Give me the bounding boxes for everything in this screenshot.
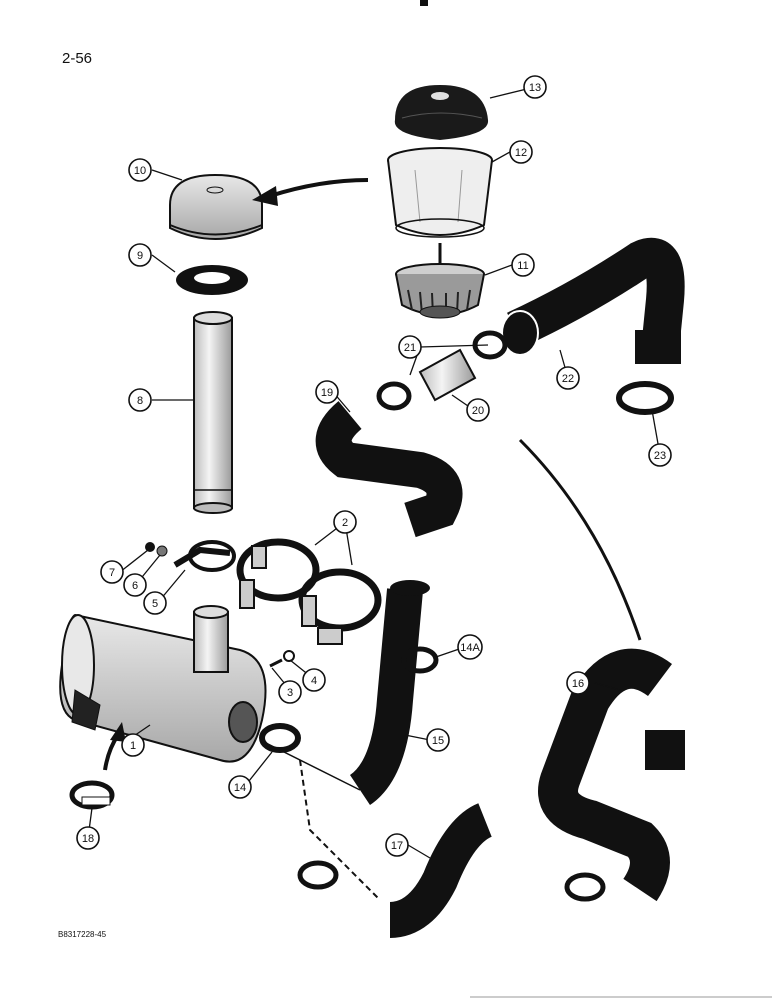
hose-17 [388,803,493,938]
callout-5: 5 [143,591,167,615]
callout-14: 14 [228,775,252,799]
figure-code: B8317228-45 [58,930,107,939]
clamp-14a [401,646,439,674]
callout-21: 21 [398,335,422,359]
callout-13-label: 13 [529,82,541,94]
callout-14a-label: 14A [460,642,480,654]
callout-13: 13 [523,75,547,99]
callout-18-label: 18 [82,833,94,845]
callout-23-label: 23 [654,450,666,462]
hose-upper [501,237,685,364]
callout-20-label: 20 [472,405,484,417]
callout-7-label: 7 [109,567,115,579]
leader-curve [518,438,642,641]
callout-22: 22 [556,366,580,390]
callout-19-label: 19 [321,387,333,399]
callout-9-label: 9 [137,250,143,262]
callout-8-label: 8 [137,395,143,407]
callout-16: 16 [566,671,590,695]
callout-17: 17 [385,833,409,857]
callout-20: 20 [466,398,490,422]
top-edge-mark [420,0,428,6]
callout-8: 8 [128,388,152,412]
callout-15: 15 [426,728,450,752]
gasket [176,265,248,295]
hose-16 [538,648,672,902]
callout-11: 11 [511,253,535,277]
direction-arrow [269,178,369,198]
bolt-washer [269,650,295,668]
callout-3-label: 3 [287,687,293,699]
lower-clamp [297,860,339,890]
callout-17-label: 17 [391,840,403,852]
callout-10-label: 10 [134,165,146,177]
hose-16-end [645,730,685,770]
callout-19: 19 [315,380,339,404]
precleaner-base [395,243,485,319]
callout-12: 12 [509,140,533,164]
muffler-clamps [236,538,382,645]
callout-7: 7 [100,560,124,584]
drain-arrowhead [110,722,126,742]
callout-22-label: 22 [562,373,574,385]
callout-14a: 14A [457,634,483,660]
adapter-assembly [376,330,508,411]
callout-12-label: 12 [515,147,527,159]
callout-6: 6 [123,573,147,597]
hose-s-19 [315,401,463,538]
callout-18: 18 [76,826,100,850]
callout-23: 23 [648,443,672,467]
callout-1: 1 [121,733,145,757]
tube-clamp [145,540,236,572]
hardware-line [299,759,381,901]
callout-4-label: 4 [311,675,317,687]
hose-15 [349,588,423,805]
drain-clamp [69,780,115,810]
callout-10: 10 [128,158,152,182]
page-number: 2-56 [62,50,93,67]
callout-5-label: 5 [152,598,158,610]
outlet-clamp [259,723,301,753]
callout-21-label: 21 [404,342,416,354]
callout-14-label: 14 [234,782,246,794]
air-cleaner-housing [59,605,267,763]
precleaner-bowl [387,147,493,238]
hose-clamp-upper [616,381,674,415]
callout-11-label: 11 [517,260,528,272]
arrowhead [252,186,278,206]
callout-3: 3 [278,680,302,704]
hose-15-end [390,580,430,596]
callout-15-label: 15 [432,735,444,747]
callout-9: 9 [128,243,152,267]
callout-4: 4 [302,668,326,692]
intake-tube [193,311,233,514]
hose-16-clamp [564,872,606,902]
callout-6-label: 6 [132,580,138,592]
callout-1-label: 1 [130,740,136,752]
callout-2: 2 [333,510,357,534]
callout-16-label: 16 [572,678,584,690]
precleaner-cap [394,85,489,140]
leader-14-line [259,739,361,791]
callout-2-label: 2 [342,517,348,529]
filter-cap [169,173,263,240]
